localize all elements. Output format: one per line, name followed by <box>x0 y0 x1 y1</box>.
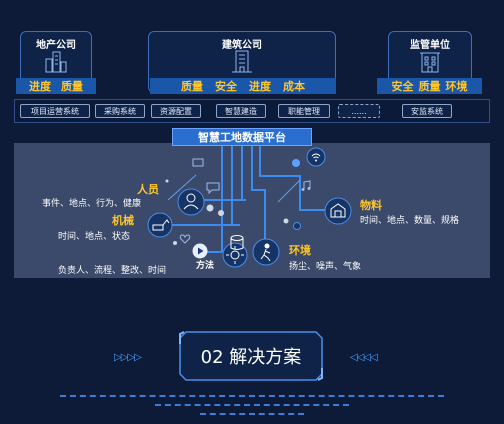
builder-focus-4: 成本 <box>283 80 305 93</box>
divider-line-1 <box>60 395 444 397</box>
music-icon <box>301 180 311 191</box>
environment-desc: 扬尘、噪声、气象 <box>289 262 362 272</box>
section-title: 02 解决方案 <box>200 347 302 368</box>
excavator-icon <box>147 212 173 238</box>
method-desc: 负责人、流程、整改、时间 <box>58 266 167 276</box>
system-function-management: 职能管理 <box>278 104 330 118</box>
builder-title: 建筑公司 <box>222 40 262 51</box>
worker-icon <box>252 238 280 266</box>
supervisor-title: 监管单位 <box>410 40 450 51</box>
builder-focus-bar: 质量 安全 进度 成本 <box>150 78 336 94</box>
material-desc: 时间、地点、数量、规格 <box>360 216 460 226</box>
system-resource-allocation: 资源配置 <box>151 104 201 118</box>
heart-icon <box>179 234 191 244</box>
building-icon <box>420 52 440 73</box>
material-label: 物料 <box>360 199 382 212</box>
supervisor-focus-2: 质量 <box>418 80 441 93</box>
developer-title: 地产公司 <box>36 40 76 51</box>
builder-focus-1: 质量 <box>181 80 203 93</box>
machinery-desc: 时间、地点、状态 <box>58 232 131 242</box>
divider-line-2 <box>155 404 349 406</box>
section-frame <box>179 331 323 381</box>
building-icon <box>232 50 252 73</box>
method-label: 方法 <box>196 261 215 271</box>
chat-icon <box>206 182 220 194</box>
platform-title: 智慧工地数据平台 <box>172 128 312 146</box>
divider-line-3 <box>200 413 304 415</box>
personnel-desc: 事件、地点、行为、健康 <box>42 199 142 209</box>
environment-label: 环境 <box>289 244 311 257</box>
builder-focus-3: 进度 <box>249 80 271 93</box>
person-icon <box>177 188 205 216</box>
builder-focus-2: 安全 <box>215 80 237 93</box>
system-smart-construction: 智慧建造 <box>216 104 266 118</box>
system-procurement: 采购系统 <box>95 104 145 118</box>
database-icon <box>230 235 244 250</box>
supervisor-focus-bar: 安全 质量 环境 <box>377 78 482 94</box>
developer-focus-bar: 进度 质量 <box>16 78 96 94</box>
play-icon <box>192 243 208 259</box>
system-safety-supervision: 安监系统 <box>402 104 452 118</box>
wifi-icon <box>306 147 326 167</box>
machinery-label: 机械 <box>112 214 134 227</box>
developer-focus-2: 质量 <box>61 80 83 93</box>
left-arrows: ▷▷▷▷ <box>114 352 142 363</box>
right-arrows: ◁◁◁◁ <box>350 352 378 363</box>
developer-focus-1: 进度 <box>29 80 51 93</box>
supervisor-focus-1: 安全 <box>391 80 414 93</box>
system-project-operation: 项目运营系统 <box>20 104 90 118</box>
screen-icon <box>192 158 204 167</box>
personnel-label: 人员 <box>137 183 159 196</box>
system-more: ...... <box>338 104 380 118</box>
material-icon <box>324 197 352 225</box>
supervisor-focus-3: 环境 <box>445 80 468 93</box>
building-icon <box>45 51 67 73</box>
